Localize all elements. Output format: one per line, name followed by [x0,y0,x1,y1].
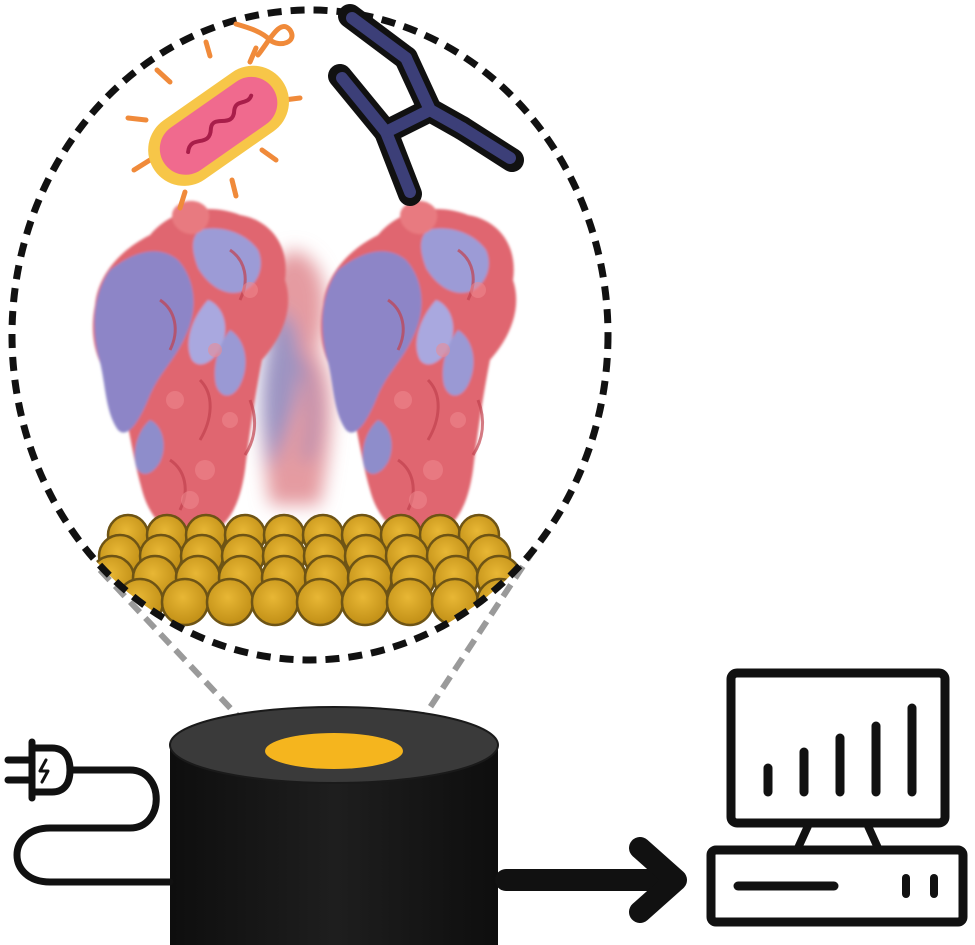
gold-nanoparticle [205,577,255,627]
protein-receptor-left [92,200,289,539]
gold-nanoparticle [160,577,210,627]
gold-nanoparticle [385,577,435,627]
power-plug-icon [4,738,174,886]
gold-nanoparticle [250,577,300,627]
magnifier-dashed-circle-icon [8,6,612,664]
gold-nanoparticle [88,554,136,602]
gold-nanoparticle [340,577,390,627]
lens-content [88,200,525,627]
gold-nanoparticle [295,577,345,627]
antibody-icon [328,4,524,206]
right-arrow-icon [495,837,687,923]
bacterium-icon [125,21,303,211]
gold-electrode-spot [265,733,403,769]
cylinder-electrode-icon [169,706,499,945]
gold-nanoparticle [430,577,480,627]
protein-receptor-right [320,200,517,539]
monitor-bar-chart [763,703,917,797]
computer-monitor-bar-chart-icon [706,668,968,927]
